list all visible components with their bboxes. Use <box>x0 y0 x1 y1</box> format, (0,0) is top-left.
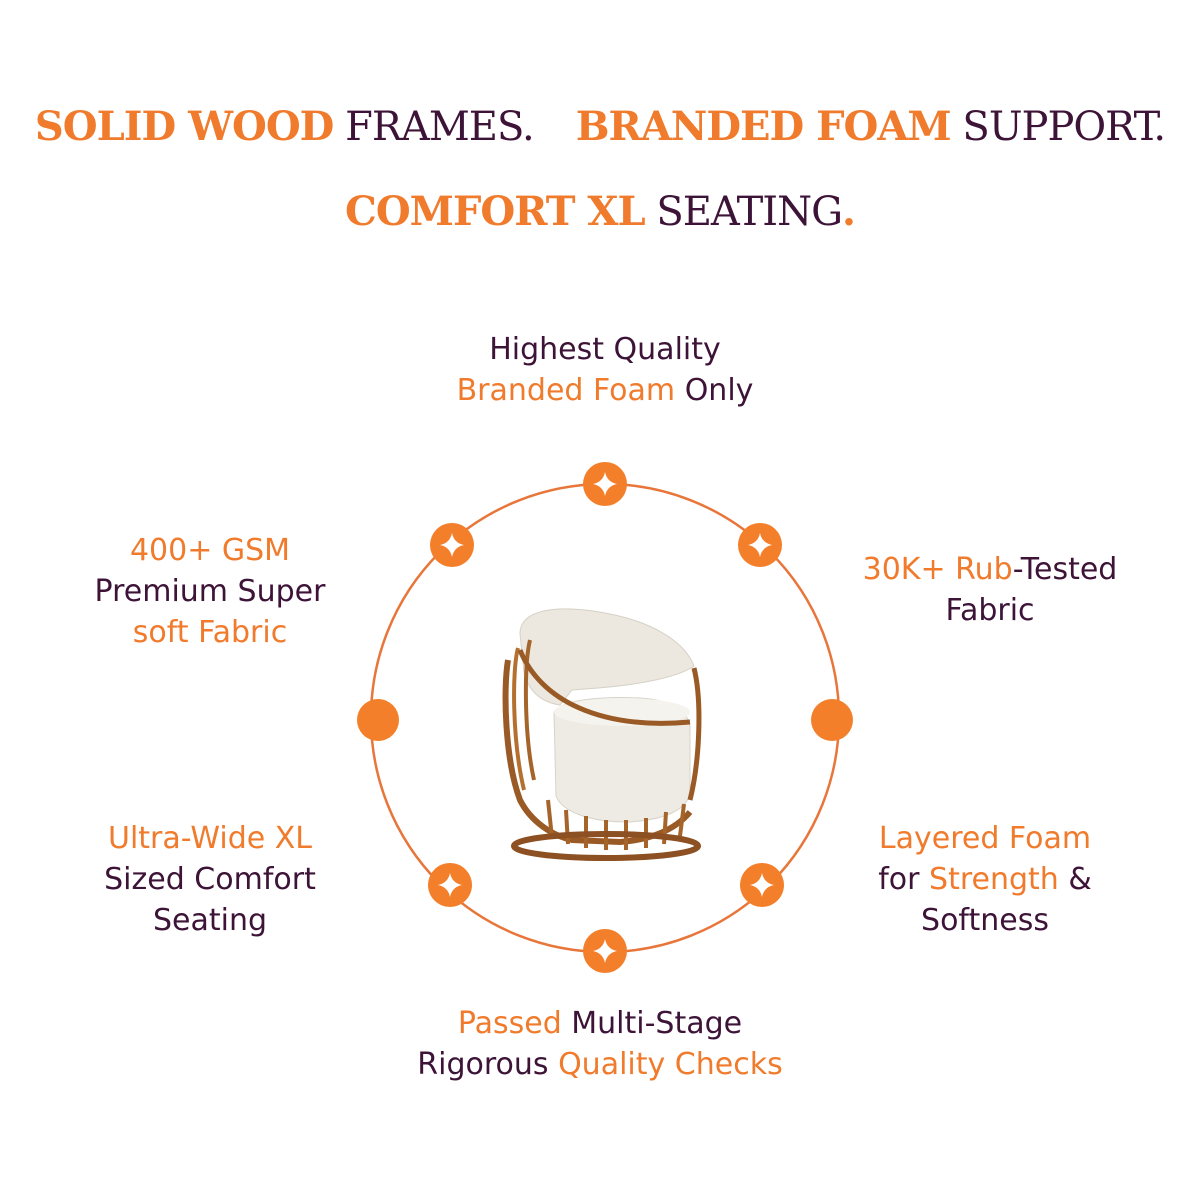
headline-seating: SEATING <box>656 189 843 235</box>
node-left <box>357 699 399 741</box>
feature-quality-checks: Passed Multi-Stage Rigorous Quality Chec… <box>350 1003 850 1085</box>
feature-tr-accent: 30K+ Rub <box>862 552 1013 587</box>
feature-branded-foam: Highest Quality Branded Foam Only <box>380 329 830 411</box>
feature-tr-plain: -Tested <box>1012 552 1118 587</box>
feature-bot-plain-2: Rigorous <box>417 1047 549 1082</box>
chair-illustration <box>502 608 702 861</box>
node-top-left <box>430 523 474 567</box>
node-top <box>583 462 627 506</box>
feature-bl-line-2: Sized Comfort <box>104 862 316 897</box>
feature-bl-line-3: Seating <box>152 903 268 938</box>
feature-br-line-1: Layered Foam <box>878 821 1092 856</box>
feature-bot-accent-1: Passed <box>457 1006 562 1041</box>
feature-xl-seating: Ultra-Wide XL Sized Comfort Seating <box>30 818 390 941</box>
dot-icon <box>357 699 399 741</box>
headline-branded-foam: BRANDED FOAM <box>575 103 952 150</box>
feature-tl-line-3: soft Fabric <box>132 615 288 650</box>
headline-comfort-xl: COMFORT XL <box>345 188 646 235</box>
feature-rub-tested: 30K+ Rub-Tested Fabric <box>800 549 1180 631</box>
feature-top-line-2: Branded Foam Only <box>380 370 830 411</box>
sparkle-icon <box>748 533 772 557</box>
feature-top-accent: Branded Foam <box>456 373 676 408</box>
feature-tl-line-1: 400+ GSM <box>129 533 291 568</box>
feature-layered-foam: Layered Foam for Strength & Softness <box>800 818 1170 941</box>
feature-tl-line-2: Premium Super <box>94 574 326 609</box>
feature-top-line-1: Highest Quality <box>489 332 721 367</box>
feature-bot-accent-2: Quality Checks <box>558 1047 783 1082</box>
feature-tr-line-2: Fabric <box>945 593 1035 628</box>
sparkle-icon <box>593 472 617 496</box>
headline-period: . <box>842 188 856 235</box>
node-bottom-left <box>428 863 472 907</box>
node-right <box>811 699 853 741</box>
node-top-right <box>738 523 782 567</box>
feature-gsm-fabric: 400+ GSM Premium Super soft Fabric <box>30 530 390 653</box>
feature-tr-line-1: 30K+ Rub-Tested <box>800 549 1180 590</box>
feature-bl-line-1: Ultra-Wide XL <box>107 821 313 856</box>
feature-bot-plain-1: Multi-Stage <box>571 1006 743 1041</box>
dot-icon <box>811 699 853 741</box>
feature-top-plain: Only <box>684 373 754 408</box>
headline-line-2: COMFORT XL SEATING. <box>0 188 1200 235</box>
sparkle-icon <box>593 939 617 963</box>
headline-line-1: SOLID WOOD FRAMES. BRANDED FOAM SUPPORT. <box>0 103 1200 150</box>
feature-br-plain-a: for <box>878 862 920 897</box>
sparkle-icon <box>438 873 462 897</box>
headline-frames: FRAMES. <box>345 104 535 150</box>
feature-br-accent: Strength <box>929 862 1059 897</box>
feature-br-plain-b: & <box>1068 862 1092 897</box>
sparkle-icon <box>440 533 464 557</box>
headline-support: SUPPORT. <box>962 104 1166 150</box>
sparkle-icon <box>750 873 774 897</box>
feature-bot-line-2: Rigorous Quality Checks <box>350 1044 850 1085</box>
feature-br-line-3: Softness <box>921 903 1049 938</box>
node-bottom-right <box>740 863 784 907</box>
feature-bot-line-1: Passed Multi-Stage <box>350 1003 850 1044</box>
feature-br-line-2: for Strength & <box>800 859 1170 900</box>
node-bottom <box>583 929 627 973</box>
headline-solid-wood: SOLID WOOD <box>34 103 334 150</box>
